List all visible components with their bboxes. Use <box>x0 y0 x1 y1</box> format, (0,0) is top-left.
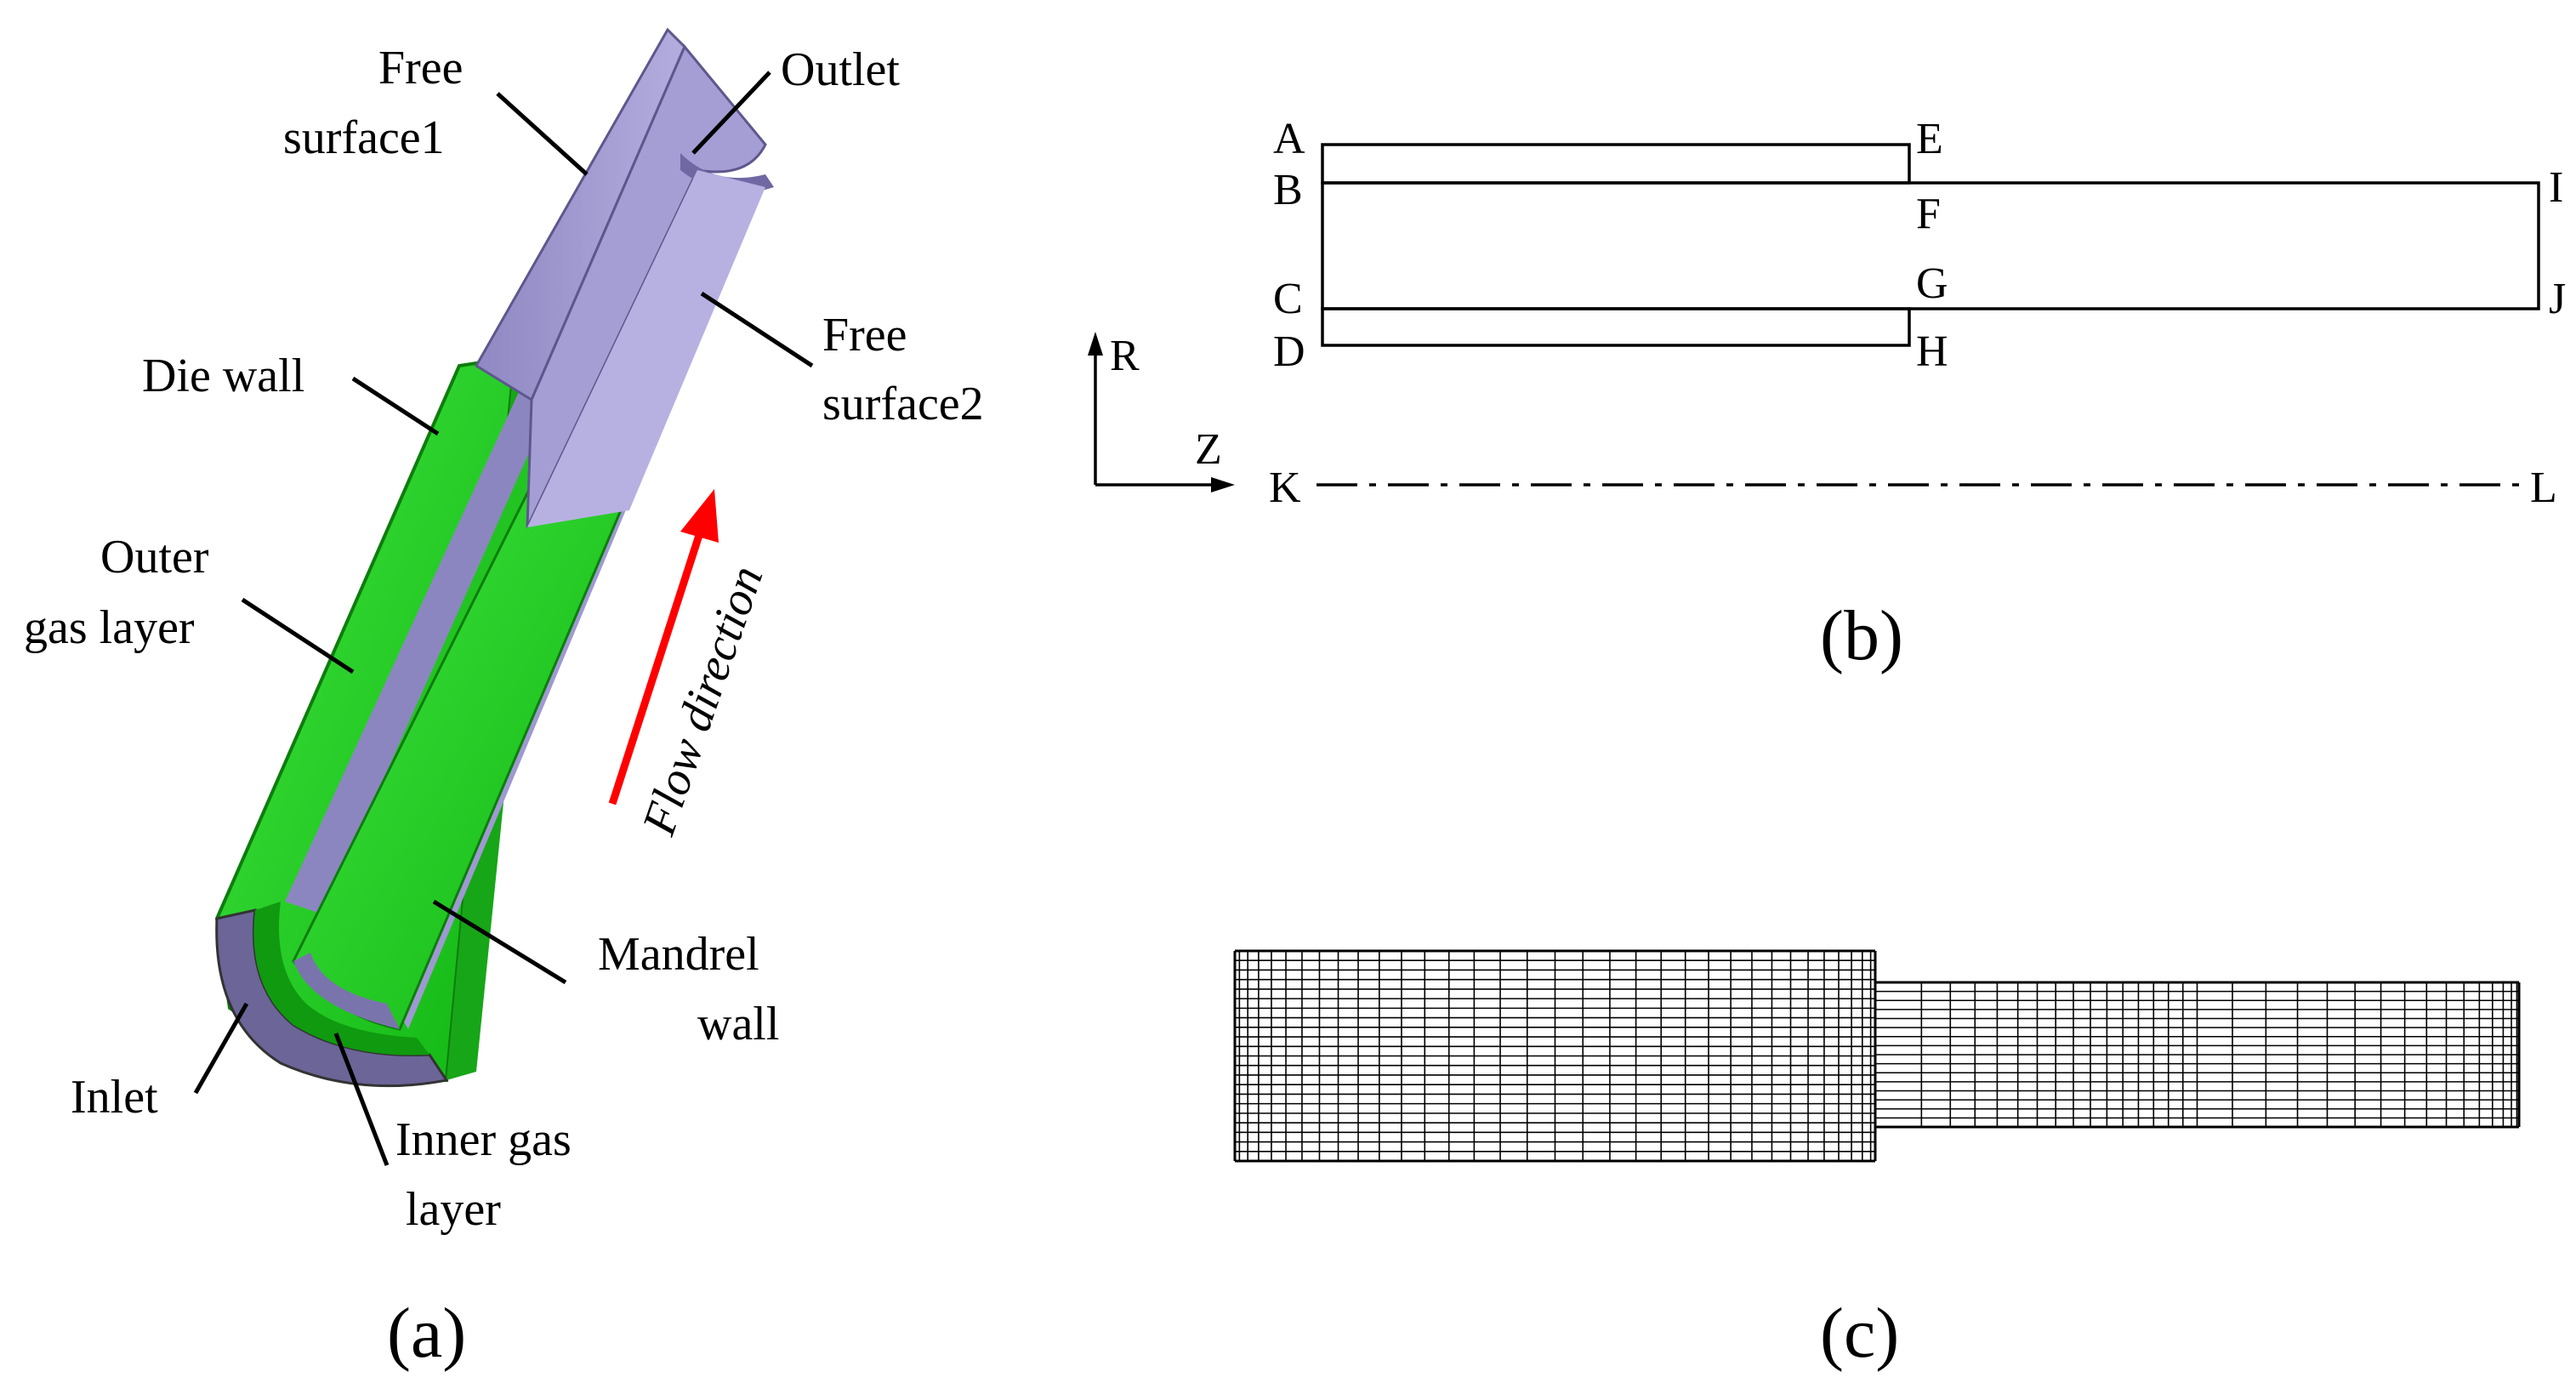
point-d-label: D <box>1273 327 1305 376</box>
outer-gas-label-l2: gas layer <box>24 601 195 654</box>
point-i-label: I <box>2549 163 2563 212</box>
extrudate-inner <box>527 170 765 527</box>
point-c-label: C <box>1273 275 1303 323</box>
axis-z-label: Z <box>1195 425 1222 474</box>
inner-gas-label-l2: layer <box>406 1183 501 1236</box>
point-e-label: E <box>1916 115 1943 163</box>
point-g-label: G <box>1916 259 1948 308</box>
panel-b-geometry <box>1088 143 2540 492</box>
panel-a-illustration <box>214 27 774 1088</box>
die-wall-label: Die wall <box>142 350 304 402</box>
caption-c: (c) <box>1820 1294 1899 1373</box>
point-k-label: K <box>1269 464 1301 512</box>
flow-arrow <box>608 489 719 805</box>
point-j-label: J <box>2549 275 2566 323</box>
inlet-green-ring <box>253 902 429 1056</box>
flow-direction-label: Flow direction <box>632 560 773 842</box>
point-f-label: F <box>1916 190 1941 238</box>
mesh-left-block <box>1233 949 1877 1163</box>
point-h-label: H <box>1916 327 1948 376</box>
free-surface2-label-l1: Free <box>822 309 907 361</box>
outer-gas-label-l1: Outer <box>100 531 209 583</box>
caption-b: (b) <box>1820 596 1903 675</box>
free-surface2-label-l2: surface2 <box>822 378 984 430</box>
inlet-inner-ring <box>293 953 400 1029</box>
point-b-label: B <box>1273 166 1303 214</box>
point-l-label: L <box>2530 464 2557 512</box>
free-surface1-label-l1: Free <box>378 42 463 94</box>
free-surface1-label-l2: surface1 <box>283 111 445 164</box>
mesh-right-block <box>1874 981 2521 1129</box>
inner-gas-label-l1: Inner gas <box>395 1113 571 1166</box>
caption-a: (a) <box>387 1294 466 1373</box>
panel-a-leaders <box>193 71 814 1166</box>
panel-c-mesh <box>1233 949 2521 1163</box>
mandrel-wall-label-l2: wall <box>697 998 779 1050</box>
outer-gas-layer-strip <box>285 383 553 914</box>
outlet-label: Outlet <box>781 43 900 96</box>
axis-r-label: R <box>1110 332 1140 380</box>
mandrel-wall-label-l1: Mandrel <box>598 928 759 981</box>
point-a-label: A <box>1273 115 1305 163</box>
inlet-label: Inlet <box>71 1071 158 1124</box>
